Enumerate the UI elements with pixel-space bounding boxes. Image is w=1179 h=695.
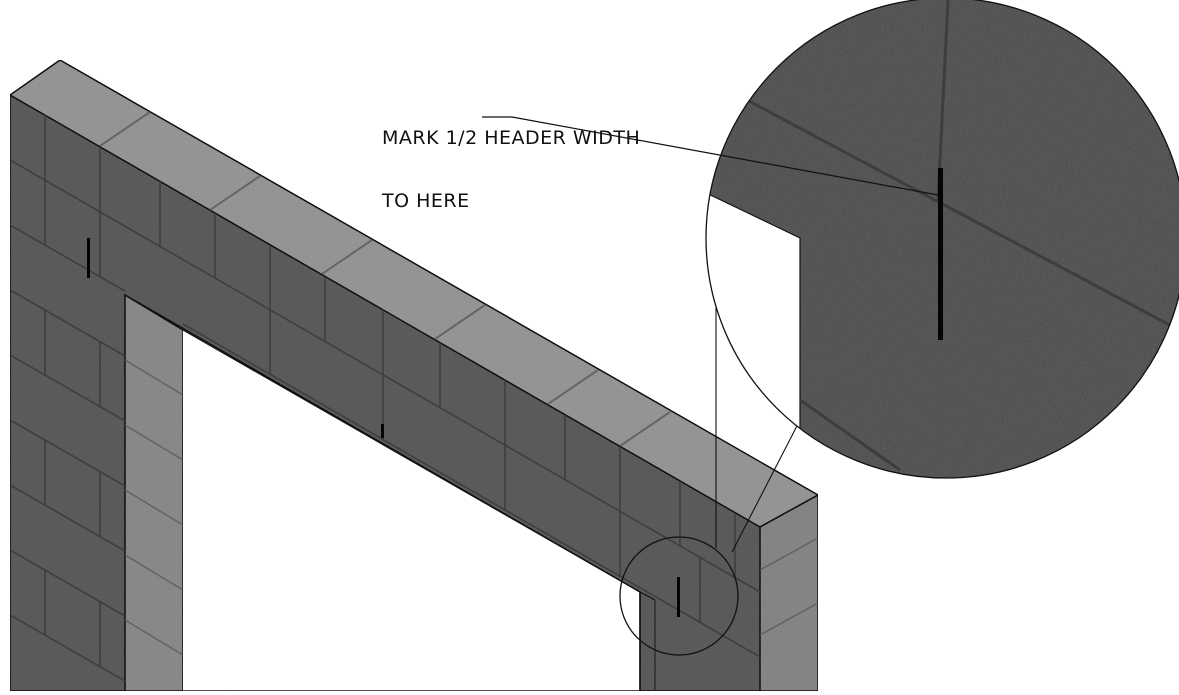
front-face-bed-joints <box>9 159 761 682</box>
callout-line-2: TO HERE <box>382 190 470 212</box>
detail-circle-small <box>619 536 739 656</box>
end-face-joints <box>759 537 819 636</box>
callout-leader <box>482 116 939 196</box>
callout-label: MARK 1/2 HEADER WIDTH TO HERE <box>382 86 640 233</box>
magnifier-circle <box>705 0 1179 479</box>
magnified-detail <box>706 0 1179 478</box>
block-wall <box>8 59 820 692</box>
callout-line-1: MARK 1/2 HEADER WIDTH <box>382 127 641 149</box>
header-mark-left <box>87 238 90 278</box>
magnifier-leader-bottom <box>731 419 801 553</box>
wall-end-face <box>759 493 819 692</box>
magnified-mark <box>938 168 943 340</box>
front-face-head-joints <box>44 115 736 667</box>
header-mark-mid <box>381 424 384 438</box>
header-mark-right <box>677 577 680 617</box>
header-soffit <box>124 294 641 593</box>
top-face-joints <box>99 111 671 447</box>
jamb-joints <box>124 359 184 656</box>
opening-left-jamb <box>124 293 184 692</box>
